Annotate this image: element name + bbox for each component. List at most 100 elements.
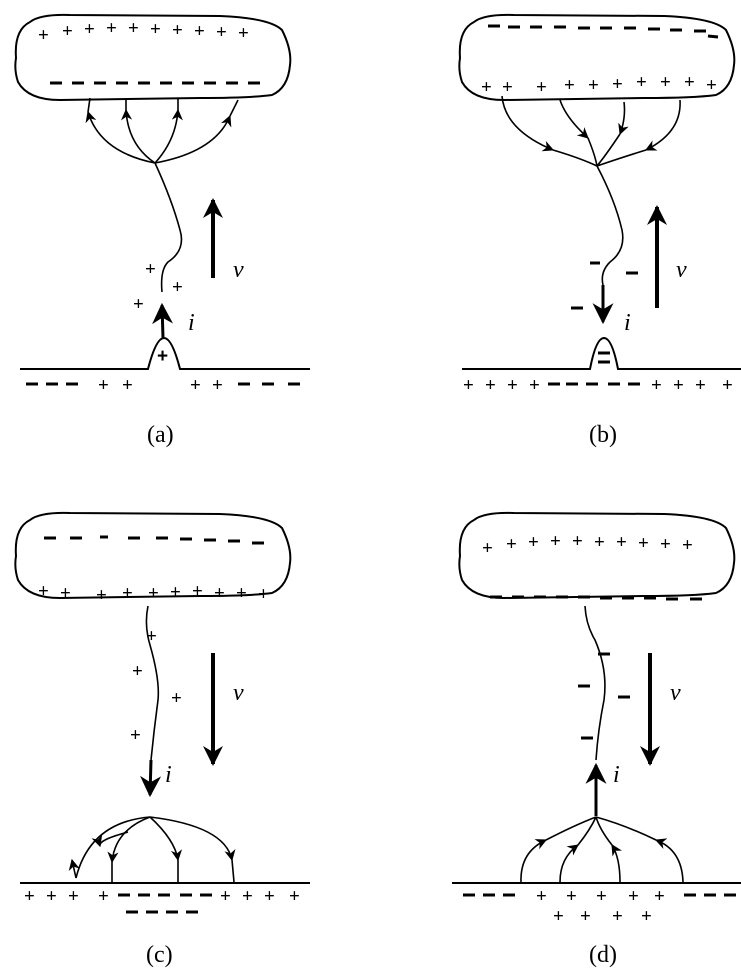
- svg-text:+: +: [150, 19, 161, 40]
- svg-text:+: +: [171, 688, 182, 709]
- svg-text:+: +: [212, 375, 223, 396]
- svg-text:+: +: [628, 886, 639, 907]
- cloud: [458, 511, 736, 600]
- svg-text:+: +: [566, 886, 577, 907]
- svg-text:+: +: [596, 886, 607, 907]
- svg-text:+: +: [24, 886, 35, 907]
- velocity-label: v: [233, 257, 244, 283]
- svg-text:+: +: [612, 906, 623, 927]
- cloud: [458, 13, 736, 102]
- velocity-label: v: [676, 257, 687, 283]
- svg-text:+: +: [214, 583, 225, 604]
- svg-text:+: +: [106, 18, 117, 39]
- svg-text:+: +: [133, 294, 144, 315]
- cloud-bottom-charges: ++++++++++: [481, 72, 717, 98]
- svg-text:+: +: [68, 886, 79, 907]
- current-label: i: [188, 310, 195, 336]
- cloud-top-charges: ++++++++++: [482, 531, 693, 559]
- svg-text:+: +: [220, 886, 231, 907]
- svg-text:+: +: [654, 886, 665, 907]
- panel-caption: (d): [589, 942, 617, 968]
- cloud-top-charges: [44, 535, 264, 545]
- svg-text:+: +: [506, 534, 517, 555]
- svg-text:+: +: [194, 21, 205, 42]
- svg-text:+: +: [148, 583, 159, 604]
- ground-charges: +++++++++: [463, 886, 736, 927]
- svg-text:+: +: [84, 19, 95, 40]
- velocity-label: v: [670, 680, 681, 706]
- svg-text:+: +: [641, 906, 652, 927]
- panel-c: ++++++++++ ++++ i v ++++++++ (c): [14, 511, 310, 968]
- svg-text:+: +: [528, 532, 539, 553]
- current-label: i: [613, 762, 620, 788]
- svg-text:+: +: [190, 375, 201, 396]
- svg-text:+: +: [636, 72, 647, 93]
- svg-text:+: +: [485, 375, 496, 396]
- current-label: i: [624, 310, 631, 336]
- ground-charges: ++++: [26, 375, 300, 396]
- panel-caption: (a): [147, 422, 174, 448]
- svg-text:+: +: [660, 72, 671, 93]
- svg-text:+: +: [38, 25, 49, 46]
- panel-b: ++++++++++ i v ++++++++ (b): [458, 13, 741, 448]
- svg-text:+: +: [289, 886, 300, 907]
- leader-channel: [145, 605, 160, 761]
- leader-charges: ++++: [130, 626, 182, 746]
- cloud-top-charges: ++++++++++: [38, 18, 249, 46]
- svg-text:+: +: [146, 626, 157, 647]
- svg-text:+: +: [594, 532, 605, 553]
- panel-a: ++++++++++ +++ i v + ++++ (a): [14, 13, 310, 448]
- svg-text:+: +: [553, 906, 564, 927]
- svg-text:+: +: [612, 74, 623, 95]
- svg-text:+: +: [588, 75, 599, 96]
- svg-text:+: +: [616, 532, 627, 553]
- leader-channel: [584, 605, 606, 761]
- leader-charges: [571, 261, 638, 310]
- current-arrow: [152, 302, 174, 339]
- svg-text:+: +: [536, 77, 547, 98]
- svg-text:+: +: [216, 22, 227, 43]
- svg-text:+: +: [481, 77, 492, 98]
- svg-text:+: +: [96, 585, 107, 606]
- current-arrow: [140, 759, 162, 798]
- svg-text:+: +: [722, 375, 733, 396]
- svg-text:+: +: [482, 538, 493, 559]
- panel-caption: (b): [589, 422, 617, 448]
- panel-d: ++++++++++ i v +++++++++ (d): [452, 511, 741, 968]
- svg-text:+: +: [682, 535, 693, 556]
- svg-text:+: +: [572, 531, 583, 552]
- svg-text:+: +: [145, 259, 156, 280]
- cloud-bottom-charges: [490, 595, 702, 601]
- svg-text:+: +: [242, 886, 253, 907]
- svg-text:+: +: [258, 584, 269, 605]
- ground-bump-charges: [598, 351, 610, 364]
- svg-text:+: +: [172, 20, 183, 41]
- upper-branches: [501, 95, 681, 167]
- svg-text:+: +: [529, 375, 540, 396]
- cloud-bottom-charges: ++++++++++: [38, 581, 269, 606]
- svg-text:+: +: [192, 581, 203, 602]
- svg-text:+: +: [128, 18, 139, 39]
- svg-text:+: +: [236, 583, 247, 604]
- svg-text:+: +: [651, 375, 662, 396]
- svg-text:+: +: [98, 375, 109, 396]
- svg-text:+: +: [502, 77, 513, 98]
- svg-text:+: +: [172, 277, 183, 298]
- svg-text:+: +: [60, 583, 71, 604]
- ground-charges: ++++++++: [463, 375, 733, 396]
- svg-text:+: +: [264, 886, 275, 907]
- svg-text:+: +: [98, 886, 109, 907]
- svg-text:+: +: [46, 886, 57, 907]
- ground-charges: + + + + + + + +: [24, 886, 300, 914]
- svg-text:+: +: [122, 583, 133, 604]
- svg-text:+: +: [132, 661, 143, 682]
- leader-charges: +++: [133, 259, 183, 315]
- ground-bump-charge: +: [157, 346, 168, 367]
- svg-text:+: +: [564, 75, 575, 96]
- svg-text:+: +: [550, 531, 561, 552]
- cloud: [14, 511, 292, 600]
- svg-text:+: +: [660, 534, 671, 555]
- cloud: [14, 13, 292, 102]
- svg-text:+: +: [130, 725, 141, 746]
